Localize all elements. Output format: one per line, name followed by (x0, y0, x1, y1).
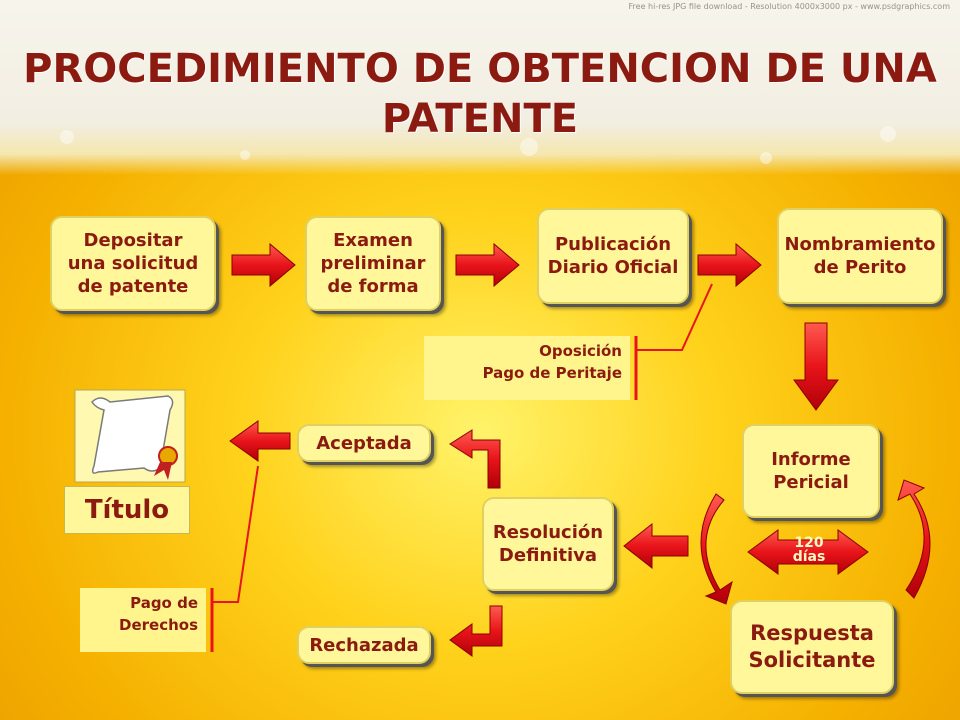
arrow-days (747, 529, 869, 575)
step-informe: Informe Pericial (742, 424, 880, 518)
arrow-elbow-down (449, 605, 503, 657)
arrow-cycle-left (700, 493, 733, 605)
note-oposicion: Oposición Pago de Peritaje (424, 336, 630, 400)
arrow-right-2 (455, 242, 520, 288)
bubble (880, 126, 896, 142)
bubble (520, 138, 538, 156)
note-pago-derechos: Pago de Derechos (80, 588, 206, 652)
arrow-elbow-up (449, 429, 501, 489)
titulo-label: Título (64, 486, 190, 534)
bubble (760, 152, 772, 164)
page-title: PROCEDIMIENTO DE OBTENCION DE UNA PATENT… (23, 46, 937, 142)
step-aceptada: Aceptada (297, 424, 431, 462)
step-publicacion: Publicación Diario Oficial (537, 208, 689, 304)
watermark: Free hi-res JPG file download - Resoluti… (628, 2, 950, 11)
arrow-right-3 (697, 242, 762, 288)
step-resolucion: Resolución Definitiva (482, 497, 614, 591)
arrow-left-resolucion (623, 522, 689, 570)
step-rechazada: Rechazada (297, 626, 431, 664)
step-depositar: Depositar una solicitud de patente (50, 216, 216, 311)
beer-foam-background (0, 0, 960, 175)
bubble (60, 130, 74, 144)
scroll-icon (91, 395, 174, 474)
arrow-cycle-right (897, 479, 931, 599)
step-examen: Examen preliminar de forma (305, 216, 441, 311)
arrow-down (793, 322, 839, 411)
days-label: 120 días (792, 535, 826, 565)
arrow-left-titulo (229, 420, 291, 462)
bubble (240, 150, 250, 160)
step-respuesta: Respuesta Solicitante (730, 600, 894, 694)
step-nombramiento: Nombramiento de Perito (777, 208, 943, 304)
arrow-right-1 (231, 242, 296, 288)
